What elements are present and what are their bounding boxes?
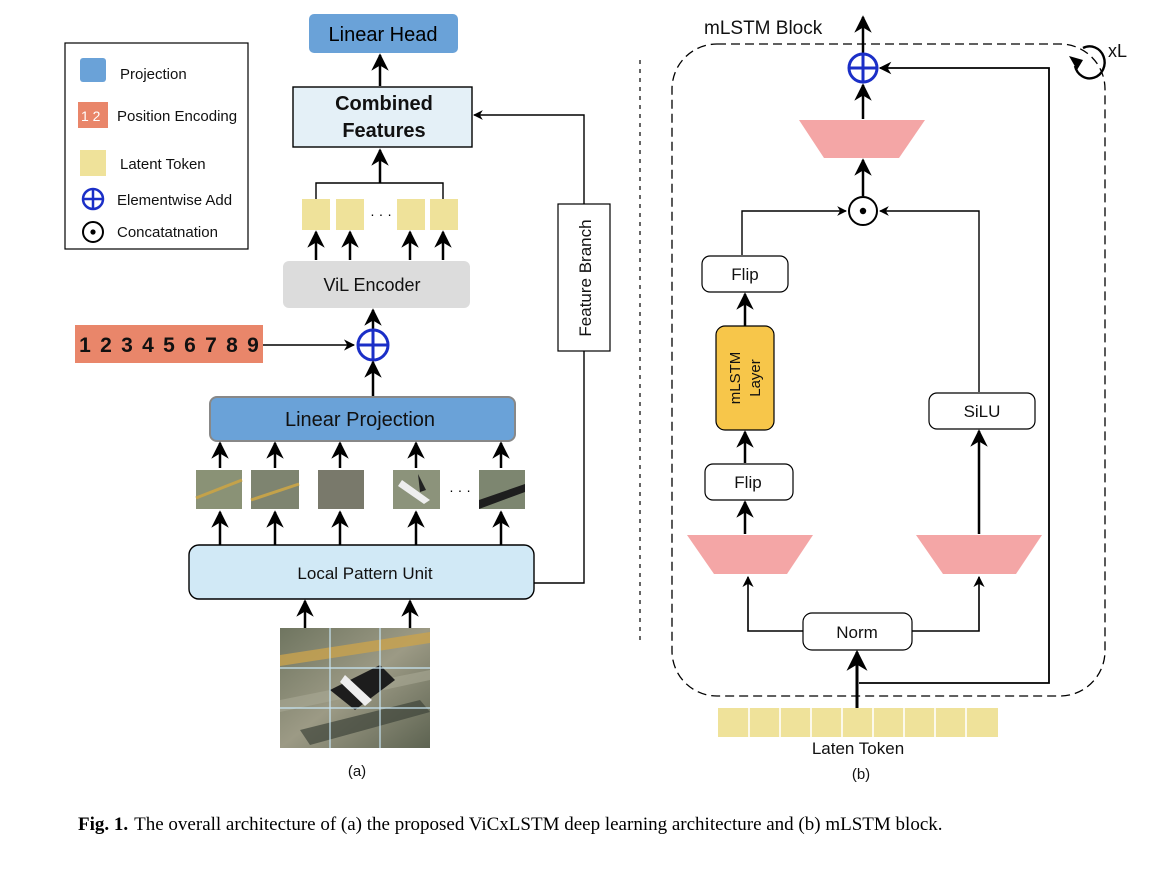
image-patch [318,470,364,509]
position-digit: 2 [100,334,112,357]
legend-add-icon [81,187,105,211]
legend-latent-label: Latent Token [120,156,206,173]
token-ellipsis: · · · [370,206,392,222]
local-pattern-unit-label: Local Pattern Unit [297,564,432,583]
flip-bottom-label: Flip [734,473,761,492]
token-merge-bracket [315,182,444,200]
linear-projection-box [209,396,516,442]
position-digit: 5 [163,334,175,357]
left-branch-line [741,206,847,255]
linear-projection-label: Linear Projection [285,409,435,431]
position-digit: 8 [226,334,238,357]
mlstm-layer-line1: mLSTM [727,352,744,405]
repeat-loop-icon [1069,45,1106,80]
patch-ellipsis: · · · [449,482,471,498]
legend-add-label: Elementwise Add [117,192,232,209]
latent-token [430,199,458,230]
norm-label: Norm [836,623,878,642]
legend-projection-label: Projection [120,66,187,83]
panel-b: mLSTM Block xL [671,15,1127,783]
right-up-projection-trapezoid [916,535,1042,574]
mlstm-layer-box [715,325,775,431]
vil-encoder-label: ViL Encoder [323,275,420,295]
caption-text: The overall architecture of (a) the prop… [134,814,943,835]
legend-concat-label: Concatatnation [117,224,218,241]
legend-concat-icon [82,221,104,243]
position-digits: 1 2 3 4 5 6 7 8 9 [79,334,259,357]
combined-features-line1: Combined [335,93,433,115]
flip-top-label: Flip [731,265,758,284]
legend-projection-swatch [80,58,106,82]
panel-a: Linear Head Combined Features · · · ViL … [75,14,611,780]
position-digit: 9 [247,334,259,357]
linear-head-box [309,14,458,53]
silu-box [928,392,1036,430]
image-patch [195,470,243,509]
legend-position-swatch [78,102,108,128]
latent-token [336,199,364,230]
position-digit: 6 [184,334,196,357]
feature-branch-label: Feature Branch [576,219,595,336]
laten-token-strip [718,708,998,737]
latent-token [397,199,425,230]
panel-a-label: (a) [348,763,366,780]
mlstm-layer-line2: Layer [747,359,764,397]
elementwise-add-icon [356,328,390,362]
linear-head-label: Linear Head [329,24,438,46]
vil-encoder-box [283,261,470,308]
norm-to-left-line [742,575,803,632]
down-projection-trapezoid [799,120,925,158]
residual-skip-line [859,61,1050,684]
repeat-label: xL [1108,41,1127,61]
caption-prefix: Fig. 1. [78,814,129,835]
position-digit: 7 [205,334,217,357]
legend-latent-swatch [80,150,106,176]
image-patch [250,470,300,509]
position-digit: 1 [79,334,91,357]
position-encoding-strip [75,325,263,363]
right-branch-line [879,206,980,392]
flip-top-box [701,255,789,293]
mlstm-block-boundary [671,43,1106,697]
legend-position-digits: 1 2 [81,108,101,124]
architecture-diagram: Projection 1 2 Position Encoding Latent … [64,14,1127,783]
image-patch [393,470,440,509]
laten-token-label: Laten Token [812,739,904,758]
image-patch [479,470,525,509]
flip-bottom-box [704,463,794,501]
local-pattern-unit-box [188,544,535,600]
left-up-projection-trapezoid [687,535,813,574]
position-digit: 4 [142,334,154,357]
legend-position-label: Position Encoding [117,108,237,125]
norm-to-right-line [912,575,985,632]
input-image [280,628,430,748]
panel-b-label: (b) [852,766,870,783]
combined-features-box [292,86,473,148]
legend: Projection 1 2 Position Encoding Latent … [64,42,249,250]
position-digit: 3 [121,334,133,357]
mlstm-block-title: mLSTM Block [704,18,823,39]
latent-token [302,199,330,230]
combined-features-line2: Features [342,120,425,142]
silu-label: SiLU [964,402,1001,421]
block-add-icon [847,52,879,84]
concat-icon [848,196,878,226]
feature-branch-box [557,203,611,352]
figure-caption: Fig. 1.The overall architecture of (a) t… [78,814,1138,836]
